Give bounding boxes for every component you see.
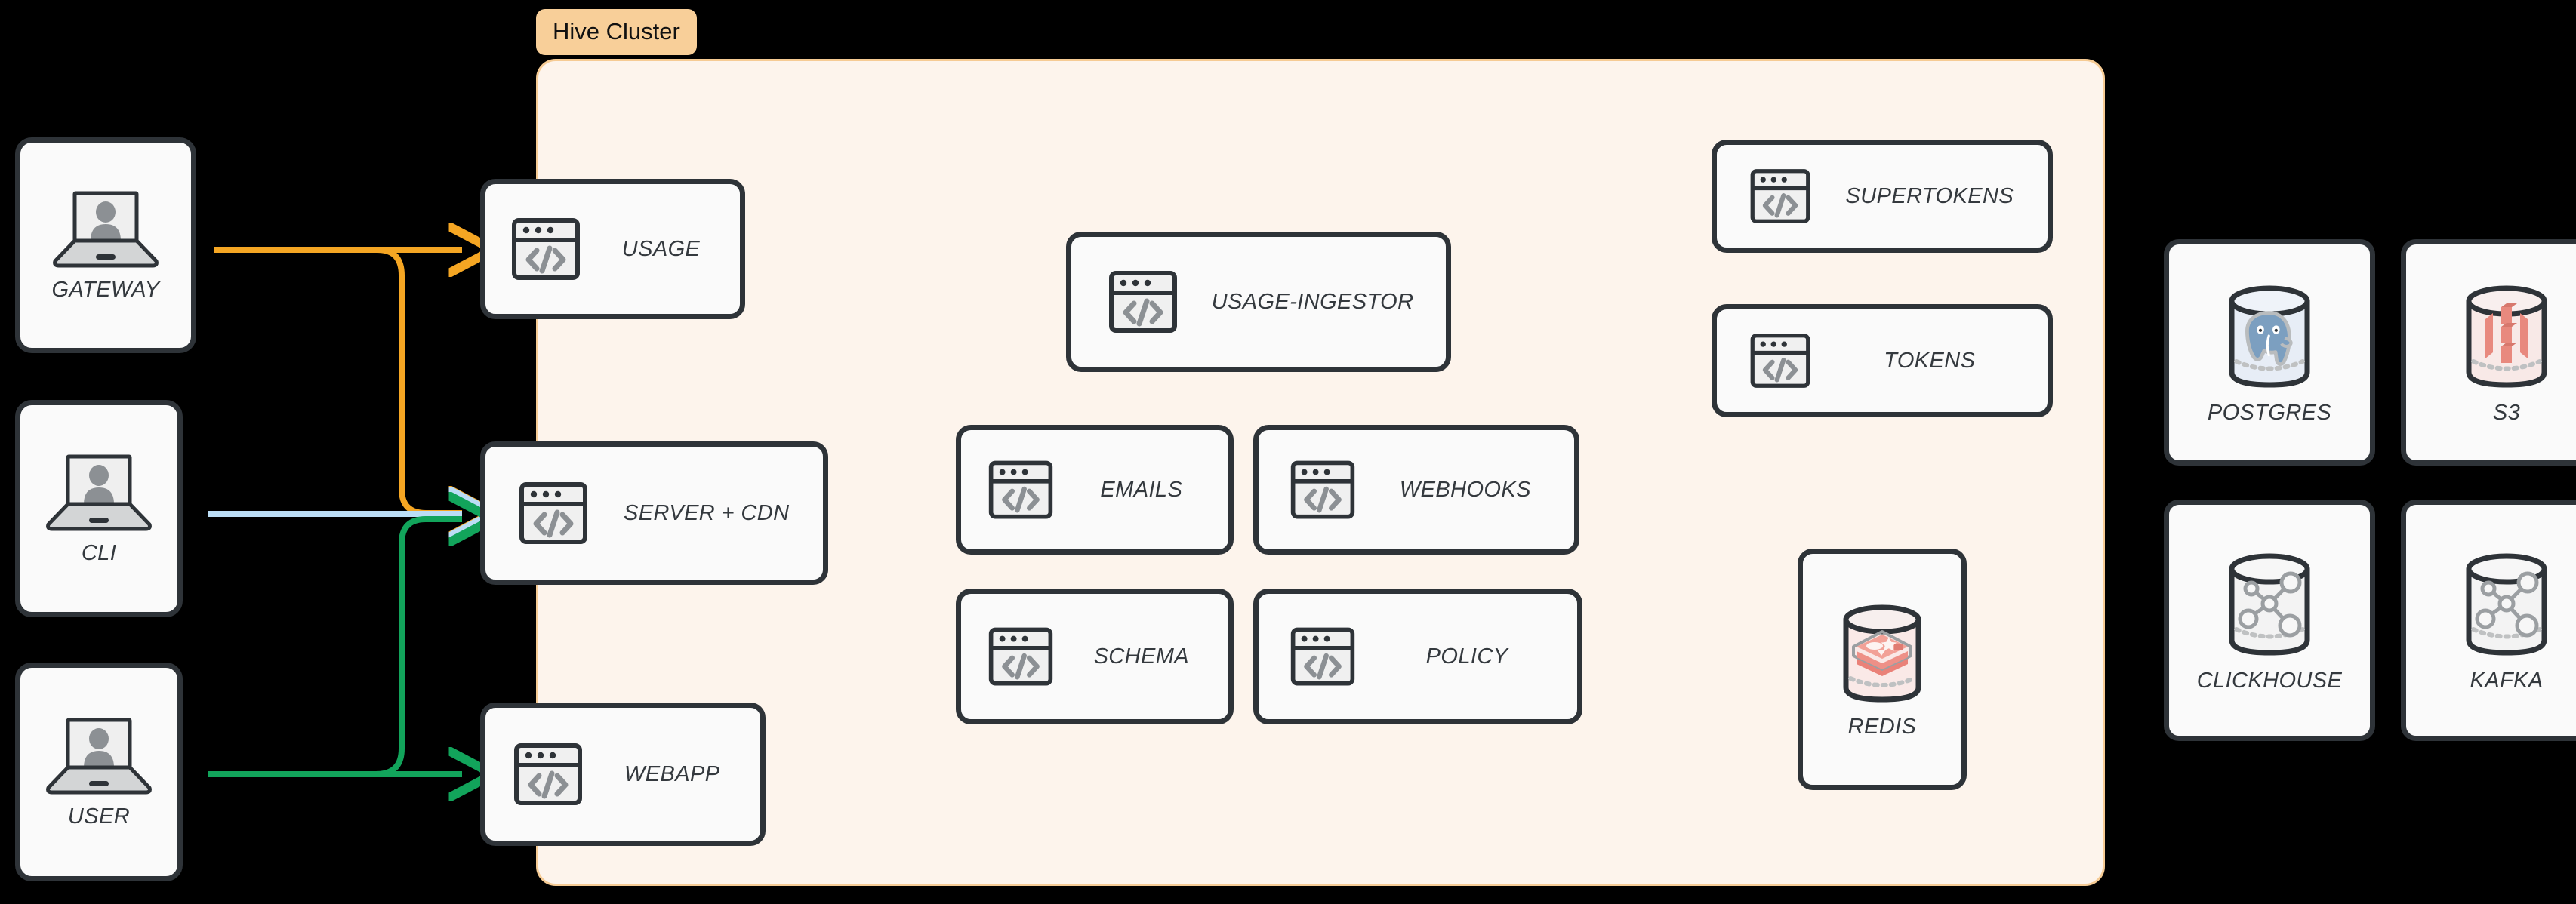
store-label: CLICKHOUSE <box>2196 668 2343 693</box>
client-card-gateway[interactable]: GATEWAY <box>15 137 196 353</box>
service-label: POLICY <box>1425 644 1508 669</box>
store-card-clickhouse[interactable]: CLICKHOUSE <box>2164 500 2375 741</box>
service-card-emails[interactable]: EMAILS <box>956 425 1234 555</box>
service-card-tokens[interactable]: TOKENS <box>1712 304 2053 417</box>
code-window-icon <box>512 738 584 810</box>
store-card-redis[interactable]: REDIS <box>1798 549 1967 790</box>
client-card-cli[interactable]: CLI <box>15 400 183 617</box>
code-window-icon <box>987 623 1055 690</box>
laptop-user-icon <box>49 189 162 270</box>
service-card-schema[interactable]: SCHEMA <box>956 589 1234 724</box>
code-window-icon <box>1289 456 1357 524</box>
service-label: WEBAPP <box>624 761 720 786</box>
postgres-cylinder-icon <box>2217 280 2322 393</box>
service-label: TOKENS <box>1884 348 1976 373</box>
service-label: USAGE <box>621 236 701 261</box>
hive-cluster-badge: Hive Cluster <box>536 9 697 55</box>
service-card-usage[interactable]: USAGE <box>480 179 745 319</box>
service-card-usage-ingestor[interactable]: USAGE-INGESTOR <box>1066 232 1451 372</box>
service-label: SUPERTOKENS <box>1845 183 2014 208</box>
edge-user-to-server-cdn <box>208 519 462 777</box>
laptop-user-icon <box>42 452 156 533</box>
code-window-icon <box>517 477 590 549</box>
service-card-webapp[interactable]: WEBAPP <box>480 703 766 846</box>
code-window-icon <box>1749 165 1812 228</box>
code-window-icon <box>510 213 582 285</box>
store-label: KAFKA <box>2470 668 2544 693</box>
code-window-icon <box>1749 329 1812 392</box>
service-card-webhooks[interactable]: WEBHOOKS <box>1253 425 1579 555</box>
code-window-icon <box>1107 266 1179 338</box>
service-label: USAGE-INGESTOR <box>1211 289 1414 314</box>
network-cylinder-icon <box>2217 548 2322 661</box>
s3-cylinder-icon <box>2454 280 2559 393</box>
client-label: USER <box>67 804 131 829</box>
service-label: EMAILS <box>1100 477 1183 502</box>
store-label: REDIS <box>1847 714 1917 739</box>
client-label: GATEWAY <box>51 277 160 302</box>
network-cylinder-icon <box>2454 548 2559 661</box>
client-card-user[interactable]: USER <box>15 663 183 881</box>
service-label: WEBHOOKS <box>1399 477 1531 502</box>
store-label: POSTGRES <box>2207 400 2332 425</box>
service-card-policy[interactable]: POLICY <box>1253 589 1582 724</box>
code-window-icon <box>1289 623 1357 690</box>
edge-gateway-to-server-cdn <box>214 247 462 513</box>
store-card-kafka[interactable]: KAFKA <box>2401 500 2576 741</box>
code-window-icon <box>987 456 1055 524</box>
store-card-postgres[interactable]: POSTGRES <box>2164 239 2375 466</box>
client-label: CLI <box>81 540 117 565</box>
laptop-user-icon <box>42 715 156 797</box>
service-label: SERVER + CDN <box>624 500 790 525</box>
store-card-s3[interactable]: S3 <box>2401 239 2576 466</box>
service-card-supertokens[interactable]: SUPERTOKENS <box>1712 140 2053 253</box>
service-card-server-cdn[interactable]: SERVER + CDN <box>480 441 828 585</box>
redis-cylinder-icon <box>1832 600 1932 707</box>
store-label: S3 <box>2492 400 2521 425</box>
service-label: SCHEMA <box>1093 644 1190 669</box>
